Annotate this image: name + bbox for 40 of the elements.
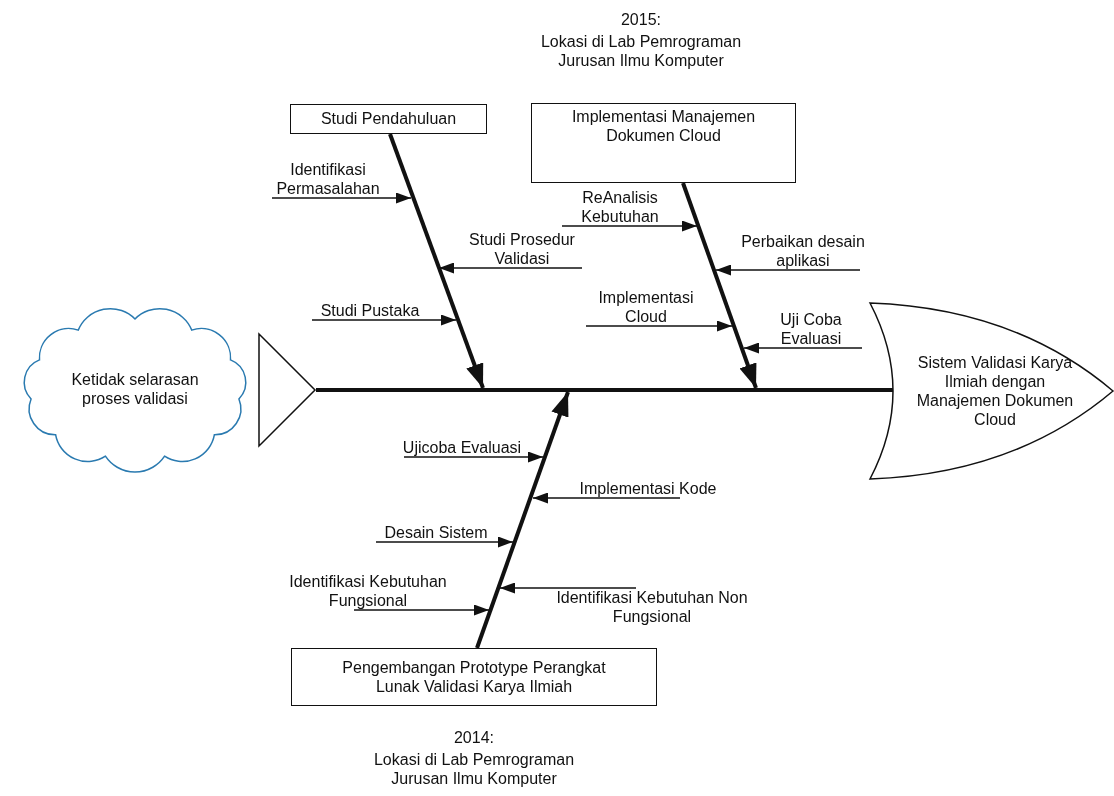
box-label: Studi Pendahuluan (320, 109, 457, 129)
arrow (743, 342, 863, 354)
box-label: Implementasi Manajemen Dokumen Cloud (570, 107, 757, 146)
shape-label: Ketidak selarasan proses validasi (70, 369, 200, 409)
cause-label: Perbaikan desain aplikasi (740, 231, 866, 270)
cause-label: Identifikasi Kebutuhan Fungsional (288, 571, 448, 610)
process-box (291, 648, 657, 706)
cause-label: Uji Coba Evaluasi (779, 309, 843, 348)
cause-label: ReAnalisis Kebutuhan (580, 187, 660, 226)
arrow (585, 320, 733, 332)
arrow (311, 314, 457, 326)
arrow (403, 451, 544, 463)
arrow (499, 582, 637, 594)
arrow (715, 264, 861, 276)
cause-label: Implementasi Kode (579, 478, 717, 498)
arrow (353, 604, 490, 616)
arrow (375, 536, 514, 548)
cause-label: Implementasi Cloud (597, 287, 695, 326)
process-box (531, 103, 796, 183)
cause-label: Identifikasi Kebutuhan Non Fungsional (555, 588, 749, 627)
shape-label: Sistem Validasi Karya Ilmiah dengan Manajemen Dokumen Cloud (915, 352, 1075, 430)
note-text: Lokasi di Lab Pemrograman Jurusan Ilmu Komputer (539, 32, 743, 71)
fishbone-line (388, 133, 485, 389)
fishbone-line (475, 391, 570, 649)
arrow (561, 220, 698, 232)
fishbone-line (316, 388, 893, 392)
cause-label: Ujicoba Evaluasi (402, 437, 522, 457)
arrow (532, 492, 681, 504)
box-label: Pengembangan Prototype Perangkat Lunak Validasi Karya Ilmiah (341, 657, 607, 697)
note-text: 2014: (452, 728, 495, 748)
arrow (271, 192, 412, 204)
process-box (290, 104, 487, 134)
note-text: 2015: (619, 10, 662, 30)
cause-label: Desain Sistem (384, 522, 488, 542)
note-text: Lokasi di Lab Pemrograman Jurusan Ilmu Komputer (372, 750, 576, 789)
cause-label: Studi Pustaka (320, 300, 420, 320)
cause-label: Studi Prosedur Validasi (468, 229, 576, 268)
arrow (438, 262, 583, 274)
cause-label: Identifikasi Permasalahan (275, 159, 381, 198)
fishbone-line (681, 182, 758, 389)
